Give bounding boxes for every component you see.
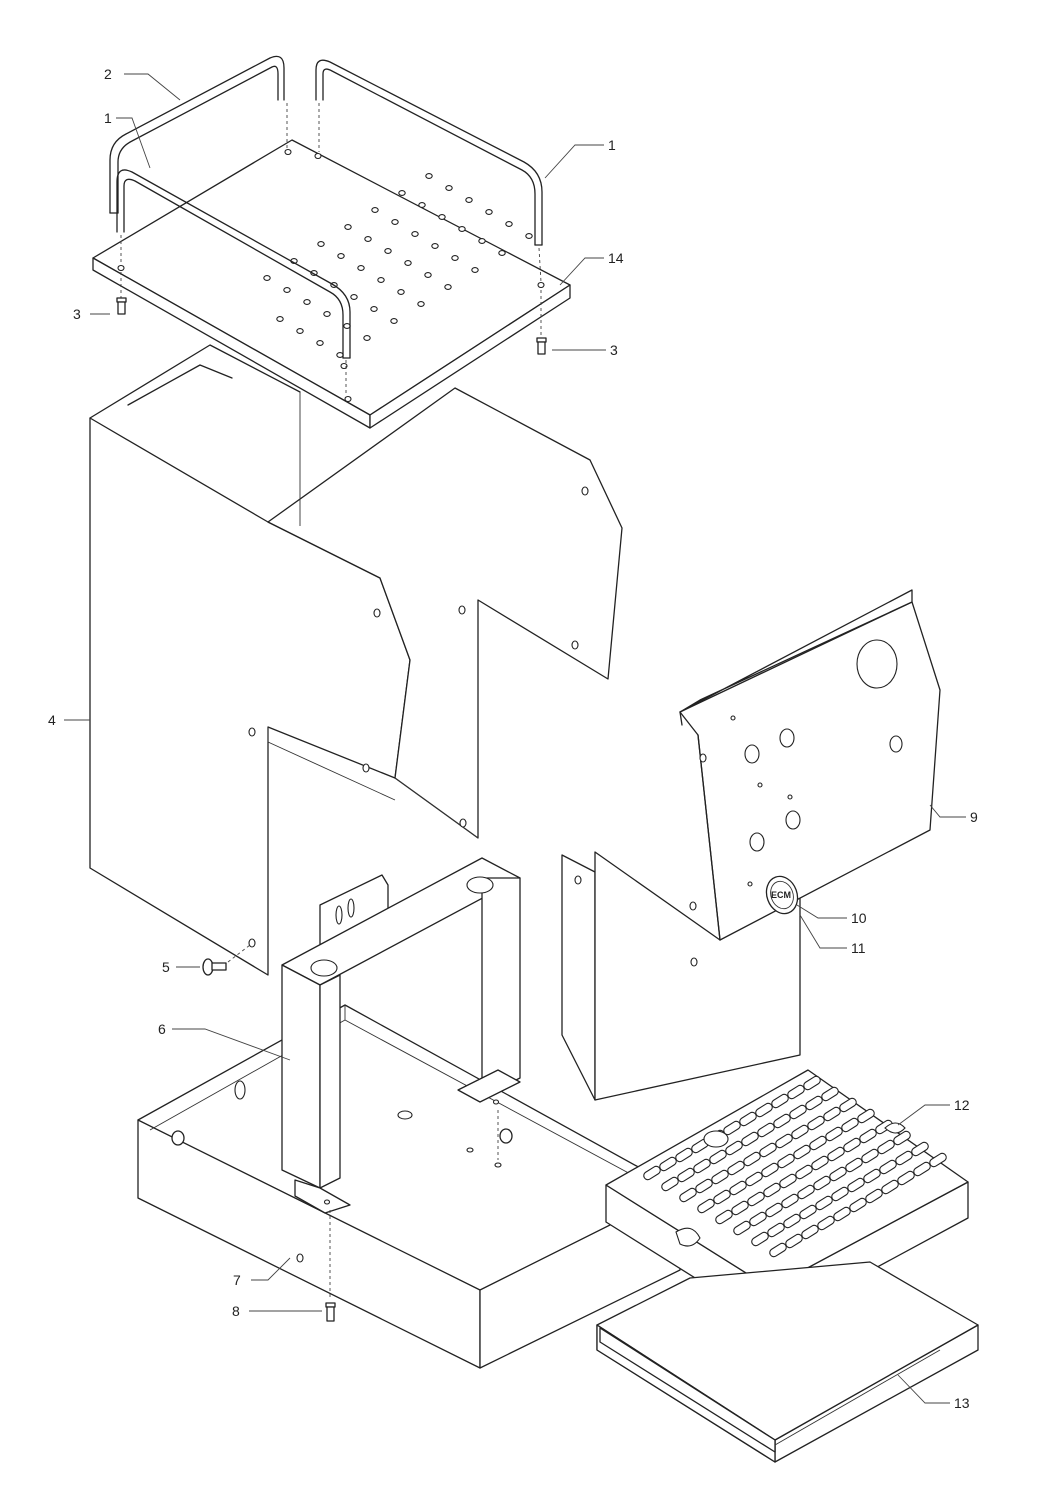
tray-hole <box>411 231 419 237</box>
grate-slot <box>911 1141 929 1157</box>
screw-part-3-left <box>116 297 127 315</box>
label-part-2: 2 <box>104 66 112 82</box>
tray-hole <box>276 316 284 322</box>
grate-slot <box>929 1152 947 1168</box>
tray-hole <box>445 185 453 191</box>
tray-hole <box>371 207 379 213</box>
tray-hole <box>390 318 398 324</box>
tray-hole <box>431 243 439 249</box>
label-part-13: 13 <box>954 1395 970 1411</box>
label-part-1-left: 1 <box>104 110 112 126</box>
label-part-12: 12 <box>954 1097 970 1113</box>
tray-hole <box>363 335 371 341</box>
tray-hole <box>398 190 406 196</box>
inner-frame-part-6 <box>281 857 521 1214</box>
tray-hole <box>263 275 271 281</box>
tray-hole <box>357 265 365 271</box>
tray-hole <box>465 197 473 203</box>
grate-slot <box>875 1119 893 1135</box>
label-part-3-left: 3 <box>73 306 81 322</box>
tray-hole <box>364 236 372 242</box>
cup-rail-part-1-right <box>315 59 543 246</box>
tray-hole <box>397 289 405 295</box>
tray-hole <box>478 238 486 244</box>
label-part-4: 4 <box>48 712 56 728</box>
tray-hole <box>337 253 345 259</box>
tray-hole <box>343 323 351 329</box>
front-panel-part-9: ECM <box>561 589 941 1101</box>
grate-slot <box>857 1108 875 1124</box>
tray-hole <box>471 267 479 273</box>
tray-hole <box>316 340 324 346</box>
tray-hole <box>391 219 399 225</box>
screw-part-8 <box>325 1302 336 1322</box>
tray-hole <box>424 272 432 278</box>
screw-part-3-right <box>536 337 547 355</box>
tray-hole <box>417 301 425 307</box>
grate-slot <box>803 1075 821 1091</box>
tray-hole <box>525 233 533 239</box>
label-part-1-right: 1 <box>608 137 616 153</box>
tray-hole <box>283 287 291 293</box>
grate-slot <box>821 1086 839 1102</box>
leader-lines <box>64 73 966 1404</box>
tray-hole <box>323 311 331 317</box>
label-part-5: 5 <box>162 959 170 975</box>
tray-hole <box>418 202 426 208</box>
tray-perforation-holes <box>263 173 533 358</box>
tray-hole <box>451 255 459 261</box>
tray-hole <box>425 173 433 179</box>
logo-text: ECM <box>771 890 791 900</box>
label-part-3-right: 3 <box>610 342 618 358</box>
logo-badge-part-10: ECM <box>765 875 799 915</box>
tray-hole <box>498 250 506 256</box>
cup-tray-plate-part-14 <box>92 139 571 429</box>
label-part-10: 10 <box>851 910 867 926</box>
grate-slot <box>893 1130 911 1146</box>
label-part-8: 8 <box>232 1303 240 1319</box>
housing-frame-part-4 <box>89 344 623 976</box>
screw-part-5 <box>202 958 227 976</box>
tray-hole <box>444 284 452 290</box>
tray-hole <box>438 214 446 220</box>
tray-hole <box>344 224 352 230</box>
tray-hole <box>296 328 304 334</box>
tray-hole <box>336 352 344 358</box>
drip-tray-part-13 <box>596 1261 979 1463</box>
tray-hole <box>505 221 513 227</box>
part-labels: 2 1 1 14 3 3 4 5 6 7 8 9 10 11 12 13 <box>48 66 978 1411</box>
tray-hole <box>404 260 412 266</box>
cup-rail-part-1-left <box>116 169 351 359</box>
tray-hole <box>370 306 378 312</box>
grate-slot <box>839 1097 857 1113</box>
label-part-11: 11 <box>851 940 866 956</box>
tray-hole <box>303 299 311 305</box>
label-part-14: 14 <box>608 250 624 266</box>
tray-hole <box>458 226 466 232</box>
tray-hole <box>317 241 325 247</box>
tray-hole <box>485 209 493 215</box>
tray-hole <box>384 248 392 254</box>
label-part-6: 6 <box>158 1021 166 1037</box>
label-part-7: 7 <box>233 1272 241 1288</box>
tray-hole <box>350 294 358 300</box>
label-part-9: 9 <box>970 809 978 825</box>
tray-hole <box>377 277 385 283</box>
